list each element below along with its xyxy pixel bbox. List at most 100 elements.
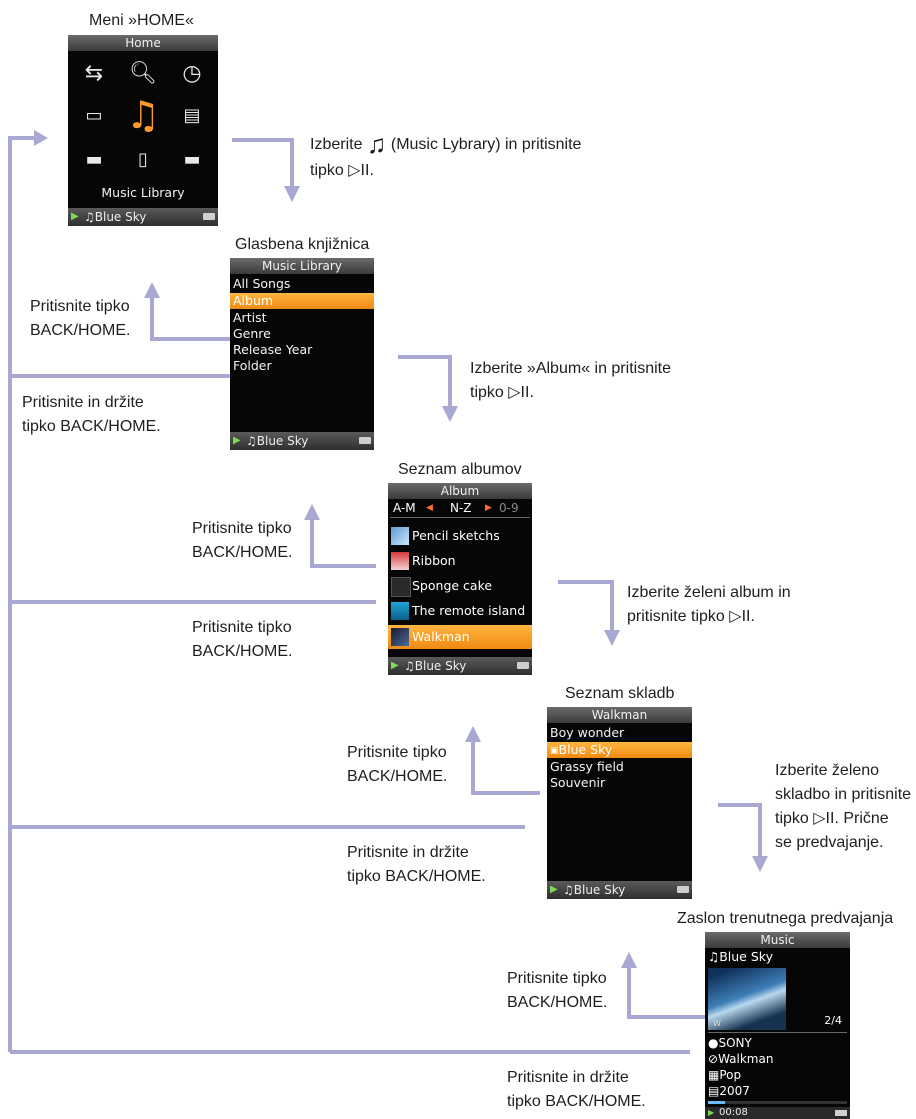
album-item[interactable]: The remote island	[388, 600, 532, 622]
forward-arrow-3	[558, 580, 614, 634]
arrowhead-main	[34, 130, 48, 146]
hold-text-2: Pritisnite in držite	[347, 844, 469, 861]
video-icon[interactable]: ▤	[183, 104, 201, 126]
back-arrow-1	[150, 296, 232, 341]
year-row: ▤2007	[708, 1084, 750, 1098]
return-line-main	[8, 136, 40, 1052]
caption-library: Glasbena knjižnica	[235, 236, 370, 253]
radio-icon[interactable]: ▬	[183, 148, 201, 170]
hold-text-1b: tipko BACK/HOME.	[22, 418, 161, 435]
battery-icon	[517, 662, 529, 669]
album-item-selected[interactable]: Walkman	[388, 625, 532, 649]
back-text-2b: BACK/HOME.	[192, 544, 293, 561]
back-text-4: Pritisnite tipko	[347, 744, 447, 761]
library-item-selected[interactable]: Album	[230, 293, 374, 309]
album-art-thumbnail	[391, 527, 409, 545]
library-item[interactable]: All Songs	[233, 276, 291, 291]
library-item[interactable]: Folder	[233, 358, 272, 373]
music-note-icon: ♫	[366, 129, 387, 159]
back-text-1: Pritisnite tipko	[30, 298, 130, 315]
play-icon: ▶	[233, 435, 241, 446]
document-icon[interactable]: ▯	[138, 148, 148, 170]
album-art-thumbnail	[391, 628, 409, 646]
now-playing-label: ♫Blue Sky	[84, 210, 147, 224]
tab-0-9[interactable]: 0-9	[499, 501, 519, 515]
home-footer: ▶ ♫Blue Sky	[68, 208, 218, 226]
step4-text-3: tipko ▷II. Prične	[775, 810, 889, 827]
library-item[interactable]: Artist	[233, 310, 267, 325]
battery-icon	[203, 213, 215, 220]
arrowhead-f1	[284, 186, 300, 202]
playing-icon: ▣	[550, 746, 559, 756]
walkman-logo-icon: W	[713, 1019, 721, 1028]
back-text-1b: BACK/HOME.	[30, 322, 131, 339]
now-playing-label: ♫Blue Sky	[563, 883, 626, 897]
back-text-5b: BACK/HOME.	[507, 994, 608, 1011]
hold-text-1: Pritisnite in držite	[22, 394, 144, 411]
hold-text-3b: tipko BACK/HOME.	[507, 1093, 646, 1110]
step1-text: Izberite ♫ (Music Lybrary) in pritisnite	[310, 129, 582, 159]
battery-icon	[359, 437, 371, 444]
track-item-selected[interactable]: ▣Blue Sky	[547, 742, 692, 758]
artist-row: ●SONY	[708, 1036, 752, 1050]
genre-icon: ▦	[708, 1068, 720, 1082]
briefcase-icon[interactable]: ▬	[85, 148, 103, 170]
back-text-4b: BACK/HOME.	[347, 768, 448, 785]
arrowhead-f3	[604, 630, 620, 646]
caption-album-list: Seznam albumov	[398, 461, 522, 478]
arrowhead-f4	[752, 856, 768, 872]
album-art	[708, 968, 786, 1030]
track-item[interactable]: Grassy field	[550, 759, 624, 774]
album-screen-title: Album	[388, 483, 532, 499]
progress-fill	[708, 1101, 725, 1104]
music-screen-title: Music	[705, 932, 850, 948]
arrowhead-f2	[442, 406, 458, 422]
song-title: ♫Blue Sky	[708, 949, 773, 964]
track-counter: 2/4	[824, 1014, 842, 1027]
hold-text-2b: tipko BACK/HOME.	[347, 868, 486, 885]
back-text-3: Pritisnite tipko	[192, 619, 292, 636]
tab-a-m[interactable]: A-M	[393, 501, 416, 515]
music-note-icon[interactable]: ♫	[125, 93, 161, 137]
battery-icon	[677, 886, 689, 893]
track-item[interactable]: Boy wonder	[550, 725, 625, 740]
tracks-screen: Walkman Boy wonder ▣Blue Sky Grassy fiel…	[547, 707, 692, 899]
progress-track	[708, 1101, 847, 1104]
album-item[interactable]: Ribbon	[388, 550, 532, 572]
step2-text: Izberite »Album« in pritisnite	[470, 360, 671, 377]
hold-text-3: Pritisnite in držite	[507, 1069, 629, 1086]
play-icon: ▶	[391, 660, 399, 671]
library-item[interactable]: Genre	[233, 326, 271, 341]
play-icon: ▶	[708, 1108, 715, 1117]
library-screen-title: Music Library	[230, 258, 374, 274]
back-text-3b: BACK/HOME.	[192, 643, 293, 660]
now-playing-screen: Music ♫Blue Sky W 2/4 ●SONY ⊘Walkman ▦Po…	[705, 932, 850, 1119]
play-icon: ▶	[550, 884, 558, 895]
library-item[interactable]: Release Year	[233, 342, 313, 357]
forward-arrow-4	[718, 803, 762, 860]
elapsed-time: 00:08	[719, 1107, 748, 1118]
search-icon[interactable]: 🔍︎	[129, 60, 157, 86]
step4-text-2: skladbo in pritisnite	[775, 786, 912, 803]
info-divider	[708, 1032, 847, 1033]
album-tab-bar: A-M ◀ N-Z ▶ 0-9	[388, 500, 532, 516]
clock-icon[interactable]: ◷	[182, 60, 202, 86]
tab-divider	[390, 517, 530, 518]
photo-icon[interactable]: ▭	[85, 104, 103, 126]
caption-home: Meni »HOME«	[89, 12, 194, 29]
album-art-thumbnail	[391, 577, 411, 597]
tab-arrow-left-icon: ◀	[426, 503, 433, 513]
tab-arrow-right-icon: ▶	[485, 503, 492, 513]
forward-arrow-1	[232, 138, 294, 190]
forward-arrow-2	[398, 355, 452, 410]
track-item[interactable]: Souvenir	[550, 775, 606, 790]
shuffle-icon[interactable]: ⇆	[84, 60, 104, 86]
tracks-footer: ▶ ♫Blue Sky	[547, 881, 692, 899]
album-item[interactable]: Pencil sketchs	[388, 525, 532, 547]
step3-text-2: pritisnite tipko ▷II.	[627, 608, 755, 625]
back-arrow-2	[310, 518, 376, 568]
album-item[interactable]: Sponge cake	[388, 575, 532, 597]
tab-n-z[interactable]: N-Z	[450, 501, 472, 515]
arrowhead-b2	[304, 504, 320, 520]
